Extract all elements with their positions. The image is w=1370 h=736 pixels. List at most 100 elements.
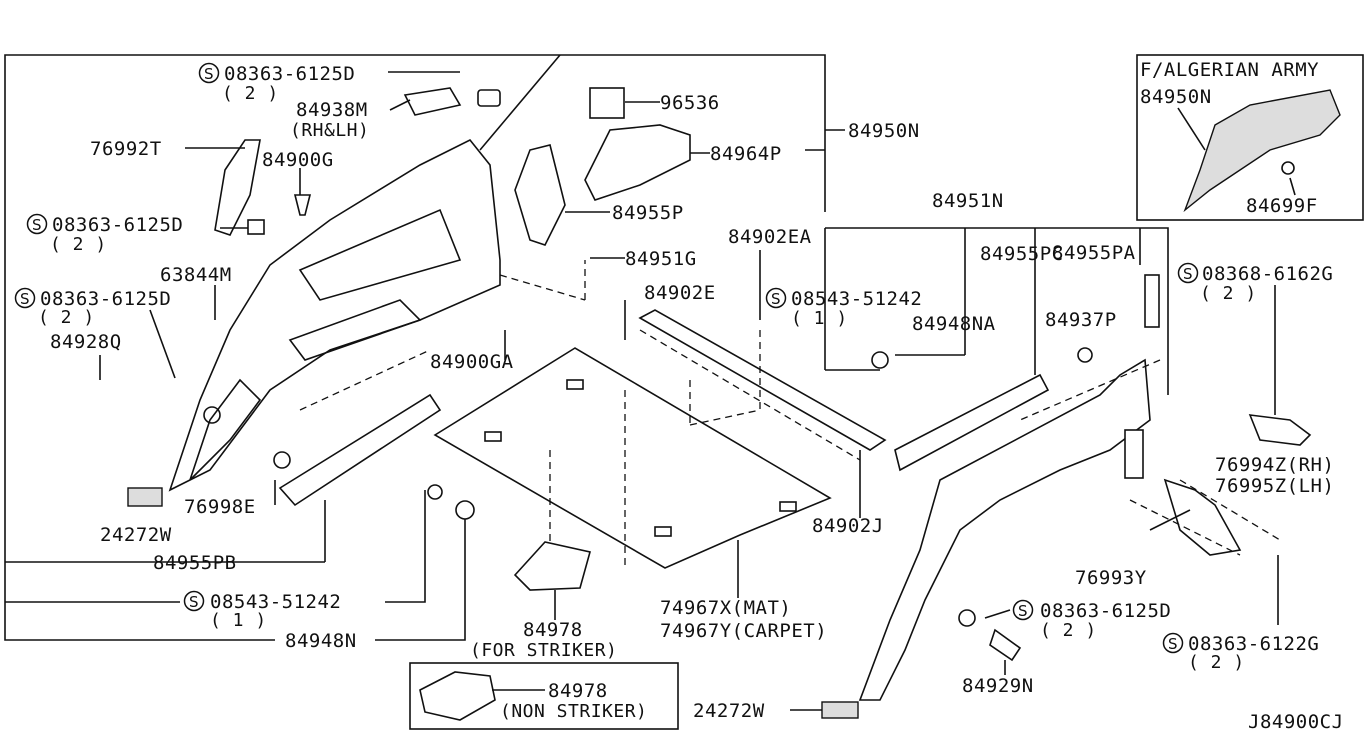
label-76993Y: 76993Y (1075, 567, 1147, 589)
svg-text:S: S (204, 65, 214, 83)
part-76993Y-shape (1163, 478, 1242, 556)
label-qty-mid-right: ( 1 ) (791, 308, 848, 329)
part-84955PA-shape (1144, 274, 1160, 328)
clip-84937P-shape (1077, 347, 1093, 363)
label-76992T: 76992T (90, 138, 162, 160)
part-84929N-shape (989, 628, 1022, 662)
label-84950N: 84950N (848, 120, 920, 142)
label-qty-left: ( 2 ) (38, 307, 95, 328)
label-84948N: 84948N (285, 630, 357, 652)
diagram-code: J84900CJ (1248, 711, 1344, 733)
label-76994Z: 76994Z(RH) (1215, 454, 1334, 476)
label-76998E: 76998E (184, 496, 256, 518)
label-84929N: 84929N (962, 675, 1034, 697)
upper-box-parts (214, 87, 691, 246)
label-08363-6125D-left: 08363-6125D (40, 288, 171, 310)
label-84900GA: 84900GA (430, 351, 514, 373)
label-qty-6162G: ( 2 ) (1200, 283, 1257, 304)
label-63844M: 63844M (160, 264, 232, 286)
label-08543-51242-bot: 08543-51242 (210, 591, 341, 613)
part-76998E-shape (273, 451, 291, 469)
label-84928Q: 84928Q (50, 331, 122, 353)
screw-08543-bot-shape (427, 484, 443, 500)
label-74967X: 74967X(MAT) (660, 597, 791, 619)
part-84978-striker-shape (513, 541, 591, 591)
bolt-mid-shape (247, 219, 265, 235)
label-74967Y: 74967Y(CARPET) (660, 620, 827, 642)
label-84938M: 84938M (296, 99, 368, 121)
clip-84948NA-shape (871, 351, 889, 369)
label-08543-51242-mid: 08543-51242 (791, 288, 922, 310)
part-labels: 08363-6125D ( 2 ) 84938M (RH&LH) 76992T … (38, 63, 1344, 733)
label-84937P: 84937P (1045, 309, 1117, 331)
label-84955PA: 84955PA (1052, 242, 1136, 264)
label-76995Z: 76995Z(LH) (1215, 475, 1334, 497)
right-frame-lines (824, 227, 1169, 395)
part-84938M-shape (403, 87, 462, 116)
label-08363-6125D-right: 08363-6125D (1040, 600, 1171, 622)
inset-part-84950N: 84950N (1140, 86, 1212, 108)
label-non-striker: (NON STRIKER) (500, 701, 647, 722)
label-24272W-left: 24272W (100, 524, 172, 546)
part-24272W-right-shape (821, 701, 859, 719)
svg-text:S: S (20, 290, 30, 308)
left-side-trim-panel (168, 138, 501, 492)
label-84978-striker: 84978 (523, 619, 583, 641)
clip-84900G-shape (293, 194, 312, 216)
part-84964P-shape (584, 124, 691, 201)
label-08363-6125D-mid: 08363-6125D (52, 214, 183, 236)
part-84955PC-shape (894, 373, 1050, 472)
non-striker-box (409, 662, 679, 730)
label-for-striker: (FOR STRIKER) (470, 640, 617, 661)
inset-title: F/ALGERIAN ARMY (1140, 59, 1319, 81)
label-84951N: 84951N (932, 190, 1004, 212)
label-qty-right: ( 2 ) (1040, 620, 1097, 641)
label-08363-6125D-top: 08363-6125D (224, 63, 355, 85)
leader-lines (99, 71, 1279, 711)
screw-6125D-right-shape (958, 609, 976, 627)
svg-text:S: S (1168, 635, 1178, 653)
screw-symbols: S S S S S S S S (14, 62, 1199, 654)
label-24272W-right: 24272W (693, 700, 765, 722)
label-84948NA: 84948NA (912, 313, 996, 335)
kick-plate-left (127, 393, 591, 591)
label-qty-top: ( 2 ) (222, 83, 279, 104)
svg-text:S: S (1183, 265, 1193, 283)
label-84902J: 84902J (812, 515, 884, 537)
label-84951G: 84951G (625, 248, 697, 270)
part-96536-shape (589, 87, 625, 119)
label-08368-6162G: 08368-6162G (1202, 263, 1333, 285)
part-84955P-shape (514, 144, 566, 246)
inset-part-84699F: 84699F (1246, 195, 1318, 217)
inset-box: F/ALGERIAN ARMY 84950N 84699F (1136, 54, 1364, 221)
label-84955P: 84955P (612, 202, 684, 224)
label-84902EA: 84902EA (728, 226, 812, 248)
label-qty-6122G: ( 2 ) (1188, 652, 1245, 673)
bolt-top-shape (477, 89, 501, 107)
label-qty-bot: ( 1 ) (210, 610, 267, 631)
frame-lines (4, 54, 845, 641)
label-96536: 96536 (660, 92, 720, 114)
label-84900G: 84900G (262, 149, 334, 171)
svg-text:S: S (32, 216, 42, 234)
part-76992T-shape (214, 139, 261, 236)
svg-text:S: S (189, 593, 199, 611)
striker-cover-shape (1124, 429, 1144, 479)
label-08363-6122G: 08363-6122G (1188, 633, 1319, 655)
label-84978-non: 84978 (548, 680, 608, 702)
label-84955PB: 84955PB (153, 552, 237, 574)
label-qty-mid: ( 2 ) (50, 234, 107, 255)
svg-text:S: S (771, 290, 781, 308)
inset-clip (1281, 161, 1295, 175)
svg-text:S: S (1018, 602, 1028, 620)
part-24272W-left-shape (127, 487, 163, 507)
part-76994Z-shape (1248, 414, 1312, 446)
label-84902E: 84902E (644, 282, 716, 304)
assembly-lines (299, 260, 761, 426)
floor-mat (433, 347, 832, 570)
label-rh-lh: (RH&LH) (290, 120, 369, 141)
right-trim-panel-shape (858, 358, 1151, 701)
floor-rail (638, 309, 887, 461)
label-84955PC: 84955PC (980, 243, 1064, 265)
